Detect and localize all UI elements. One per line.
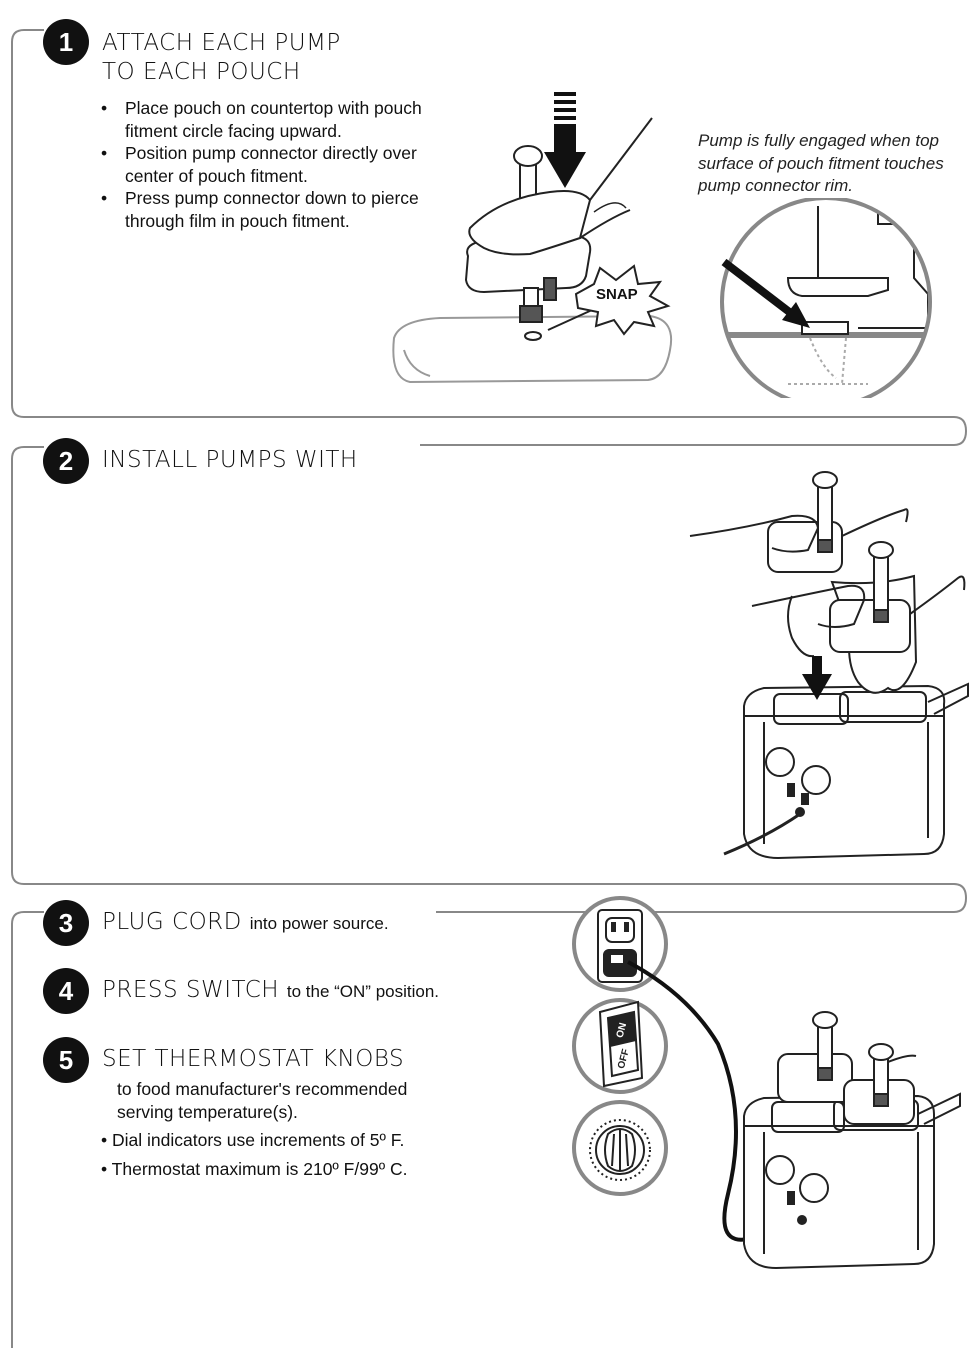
step-1-title: ATTACH EACH PUMP TO EACH POUCH (102, 29, 341, 87)
step-number-3: 3 (43, 900, 89, 946)
fitment-detail-circle (720, 198, 932, 398)
step-1-bullet: Position pump connector directly over ce… (101, 142, 441, 187)
step-number-2: 2 (43, 438, 89, 484)
step-4-title-main: PRESS SWITCH (102, 977, 280, 1003)
step-3-subtitle: into power source. (249, 914, 389, 933)
step-3-title: PLUG CORD into power source. (102, 908, 389, 938)
step-4-title: PRESS SWITCH to the “ON” position. (102, 976, 439, 1006)
step-5-bullet: • Thermostat maximum is 210º F/99º C. (101, 1159, 408, 1179)
switch-off-label: OFF (616, 1048, 632, 1070)
step-5-bullet: • Dial indicators use increments of 5º F… (101, 1130, 405, 1150)
step-1-bullet: Place pouch on countertop with pouch fit… (101, 97, 441, 142)
step-5-title: SET THERMOSTAT KNOBS (102, 1046, 405, 1072)
step-1-bullets: Place pouch on countertop with pouch fit… (101, 97, 441, 232)
step-1-title-line2: TO EACH POUCH (102, 59, 301, 85)
pump-engaged-note: Pump is fully engaged when top surface o… (698, 131, 944, 195)
snap-label: SNAP (596, 286, 638, 303)
step-1-title-line1: ATTACH EACH PUMP (102, 30, 341, 56)
step-5-description: to food manufacturer's recommended servi… (117, 1079, 408, 1122)
step-number-5: 5 (43, 1037, 89, 1083)
step-2-title: INSTALL PUMPS WITH (102, 447, 358, 473)
pump-attach-illustration (392, 92, 672, 384)
switch-on-label: ON (615, 1022, 630, 1039)
step-3-title-main: PLUG CORD (102, 909, 242, 935)
step-4-subtitle: to the “ON” position. (286, 982, 440, 1001)
snap-burst-icon (574, 264, 671, 336)
step-1-bullet: Press pump connector down to pierce thro… (101, 187, 441, 232)
step-number-1: 1 (43, 19, 89, 65)
step-number-4: 4 (43, 968, 89, 1014)
setup-power-illustration: ON OFF (572, 896, 961, 1270)
install-pumps-illustration (689, 471, 969, 860)
